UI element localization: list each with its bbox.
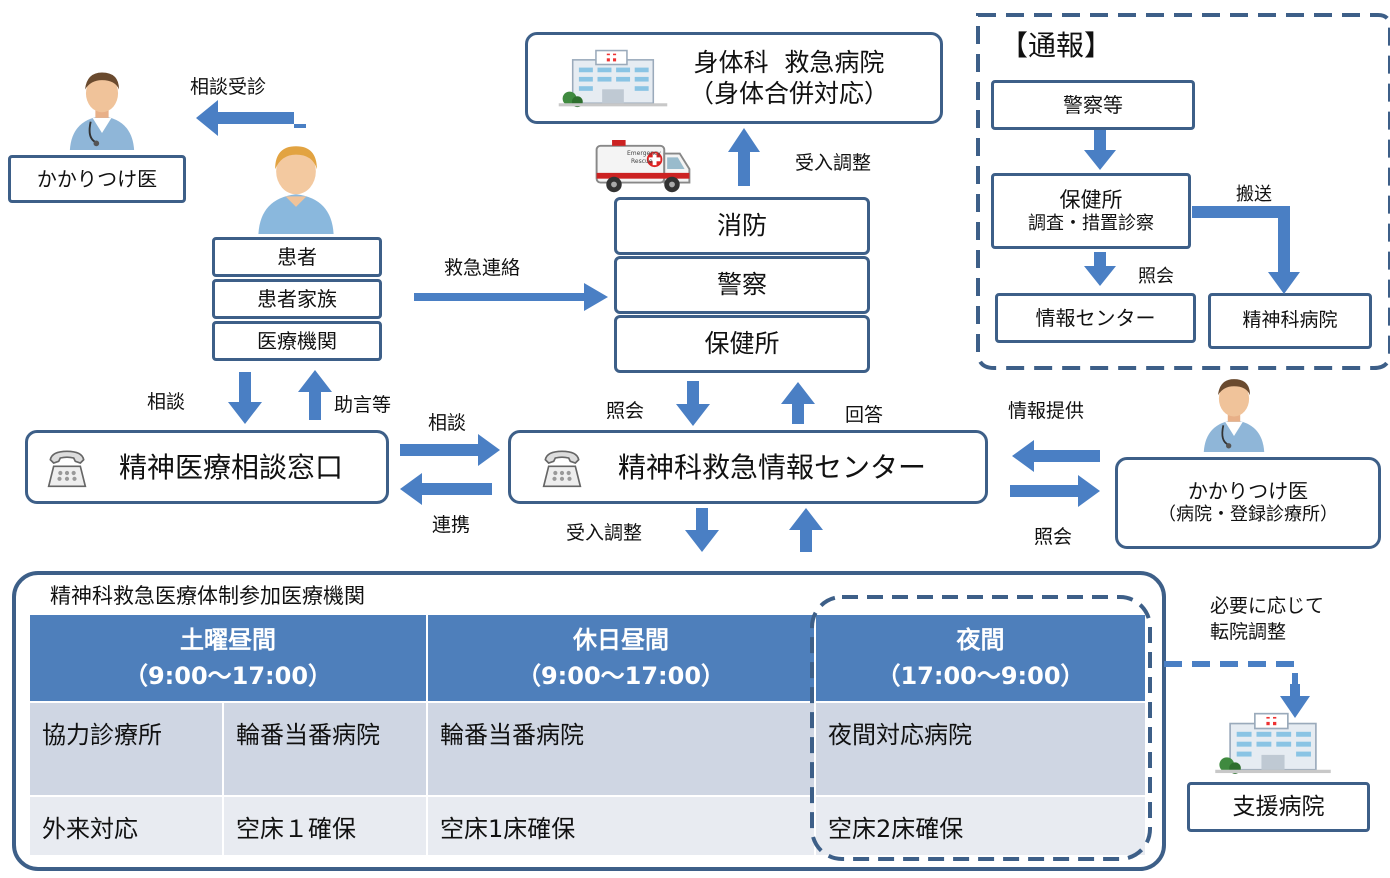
header-night-time: （17:00～9:00） <box>876 662 1085 690</box>
emergency-hospital-box: 身体科 救急病院 （身体合併対応） <box>525 32 943 124</box>
cell-r1-c3: 輪番当番病院 <box>428 703 814 795</box>
tsuho-police-box: 警察等 <box>991 80 1195 130</box>
arrow-renkei-left <box>400 473 492 505</box>
cell-r2-c1: 外来対応 <box>30 797 222 855</box>
header-holiday: 休日昼間 （9:00～17:00） <box>428 615 814 701</box>
header-saturday: 土曜昼間 （9:00～17:00） <box>30 615 426 701</box>
joho-teikyo-label: 情報提供 <box>1008 400 1085 422</box>
arrow-kaitou-up <box>781 382 815 424</box>
arrow-joho-teikyo <box>1012 440 1100 472</box>
arrow-kyukyu-renraku <box>414 283 608 311</box>
cell-r1-c2: 輪番当番病院 <box>224 703 426 795</box>
cell-r1-c1: 協力診療所 <box>30 703 222 795</box>
night-dashed-frame <box>810 595 1152 861</box>
cell-r2-c2: 空床１確保 <box>224 797 426 855</box>
header-holiday-name: 休日昼間 <box>573 626 669 654</box>
soudan-left-label: 相談 <box>147 391 186 413</box>
info-center-label: 精神科救急情報センター <box>617 450 926 484</box>
cell-r2-c3: 空床1床確保 <box>428 797 814 855</box>
arrow-soudan-down <box>228 372 262 424</box>
tenin-dashed-line <box>1164 661 1298 690</box>
arrow-shokai-right <box>1010 475 1100 507</box>
ambulance-text1: Emergency <box>627 150 661 157</box>
hitsuyo-label: 必要に応じて 転院調整 <box>1210 594 1324 645</box>
renkei-label: 連携 <box>432 514 471 536</box>
arrow-ukeire-down <box>685 508 719 552</box>
info-center-box: 精神科救急情報センター <box>508 430 988 504</box>
kakaritsuke-right-box: かかりつけ医 （病院・登録診療所） <box>1115 457 1381 549</box>
medical-institution-box: 医療機関 <box>212 321 382 361</box>
cell-r1-c4: 夜間対応病院 <box>816 703 1145 795</box>
arrow-jogen-up <box>298 370 332 420</box>
arrow-tsuho-shokai-down <box>1084 252 1116 286</box>
shokai-mid-label: 照会 <box>606 400 645 422</box>
hokenjo-box: 保健所 <box>614 315 870 373</box>
soudan-jushin-label: 相談受診 <box>190 76 267 98</box>
tsuho-hokenjo-sub: 調査・措置診察 <box>1028 212 1154 234</box>
kyukyu-renraku-label: 救急連絡 <box>444 257 521 279</box>
participants-title: 精神科救急医療体制参加医療機関 <box>50 584 365 608</box>
jogen-label: 助言等 <box>334 394 392 416</box>
arrow-tsuho-hansou <box>1192 206 1300 294</box>
arrow-soudan-right <box>400 434 500 466</box>
soudan-mid-label: 相談 <box>428 412 467 434</box>
header-holiday-time: （9:00～17:00） <box>516 662 726 690</box>
support-hospital-box: 支援病院 <box>1187 782 1370 832</box>
emergency-hospital-sub: （身体合併対応） <box>688 79 889 108</box>
ambulance-text2: Rescue <box>631 158 653 165</box>
police-box: 警察 <box>614 256 870 314</box>
cell-r2-c4: 空床2床確保 <box>816 797 1145 855</box>
patient-family-box: 患者家族 <box>212 279 382 319</box>
arrow-table-up <box>789 508 823 552</box>
ukeire-top-label: 受入調整 <box>795 152 872 174</box>
arrow-tsuho-police-down <box>1084 130 1116 170</box>
hitsuyo-line2: 転院調整 <box>1210 620 1287 643</box>
tsuho-psych-hospital-box: 精神科病院 <box>1208 293 1372 349</box>
tsuho-info-center-box: 情報センター <box>995 293 1196 343</box>
kakaritsuke-left-box: かかりつけ医 <box>8 155 186 203</box>
header-night: 夜間 （17:00～9:00） <box>816 615 1145 701</box>
tsuho-hokenjo-title: 保健所 <box>1059 187 1123 212</box>
header-saturday-name: 土曜昼間 <box>180 626 276 654</box>
ukeire-bottom-label: 受入調整 <box>566 522 643 544</box>
patient-box: 患者 <box>212 237 382 277</box>
header-night-name: 夜間 <box>956 626 1005 654</box>
tsuho-shokai-label: 照会 <box>1138 266 1174 287</box>
tsuho-hansou-label: 搬送 <box>1236 184 1272 205</box>
kakaritsuke-right-title: かかりつけ医 <box>1187 479 1309 504</box>
header-saturday-time: （9:00～17:00） <box>123 662 333 690</box>
consult-window-box: 精神医療相談窓口 <box>25 430 389 504</box>
tsuho-hokenjo-box: 保健所 調査・措置診察 <box>991 173 1191 249</box>
arrow-tenin-head <box>1280 684 1310 718</box>
fire-dept-box: 消防 <box>614 197 870 255</box>
arrow-ukeire-up <box>728 128 760 186</box>
emergency-hospital-title: 身体科 救急病院 <box>693 47 885 77</box>
arrow-shokai-down <box>676 381 710 426</box>
tsuho-title: 【通報】 <box>1000 29 1113 62</box>
ambulance-icon: Emergency Rescue <box>593 140 693 198</box>
shokai-right-label: 照会 <box>1034 526 1073 548</box>
hitsuyo-line1: 必要に応じて <box>1210 595 1325 617</box>
kakaritsuke-right-sub: （病院・登録診療所） <box>1158 504 1338 526</box>
consult-window-label: 精神医療相談窓口 <box>118 450 343 484</box>
arrow-soudan-jushin <box>196 100 306 136</box>
kaitou-label: 回答 <box>845 404 884 426</box>
